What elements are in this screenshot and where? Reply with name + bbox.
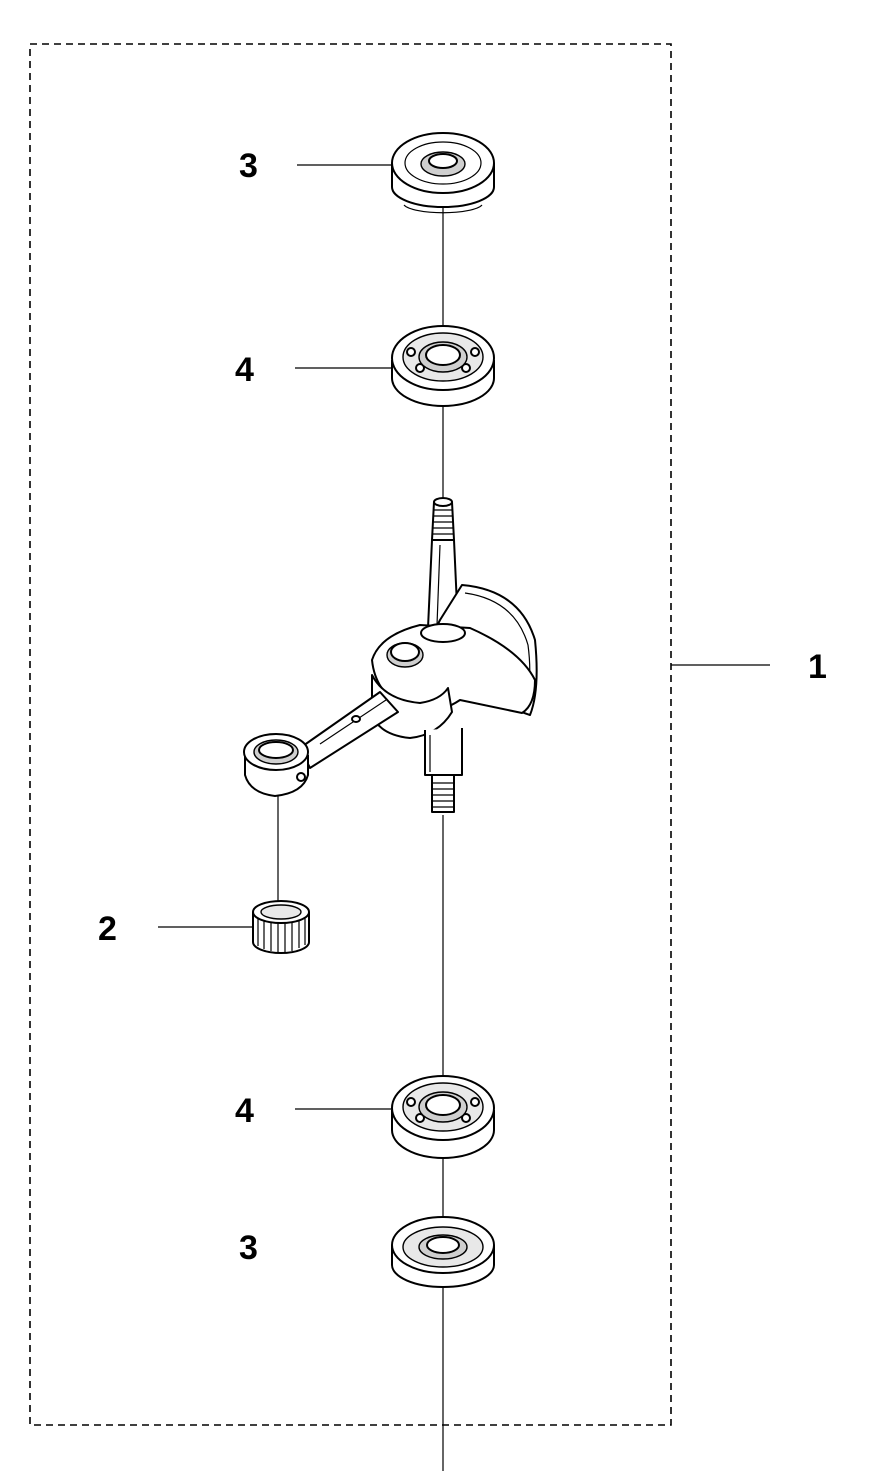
callout-assembly: 1 — [808, 648, 827, 686]
callout-seal-top: 3 — [239, 147, 258, 185]
bearing-bottom — [391, 1075, 495, 1159]
callout-bearing-top: 4 — [235, 351, 254, 389]
seal-top — [391, 132, 495, 214]
crankshaft — [243, 497, 538, 813]
callout-bearing-bottom: 4 — [235, 1092, 254, 1130]
seal-bottom — [391, 1216, 495, 1288]
callout-seal-bottom: 3 — [239, 1229, 258, 1267]
bearing-top — [391, 325, 495, 407]
callout-needle-bearing: 2 — [98, 910, 117, 948]
assembly-boundary — [29, 43, 672, 1426]
needle-bearing — [252, 900, 310, 954]
